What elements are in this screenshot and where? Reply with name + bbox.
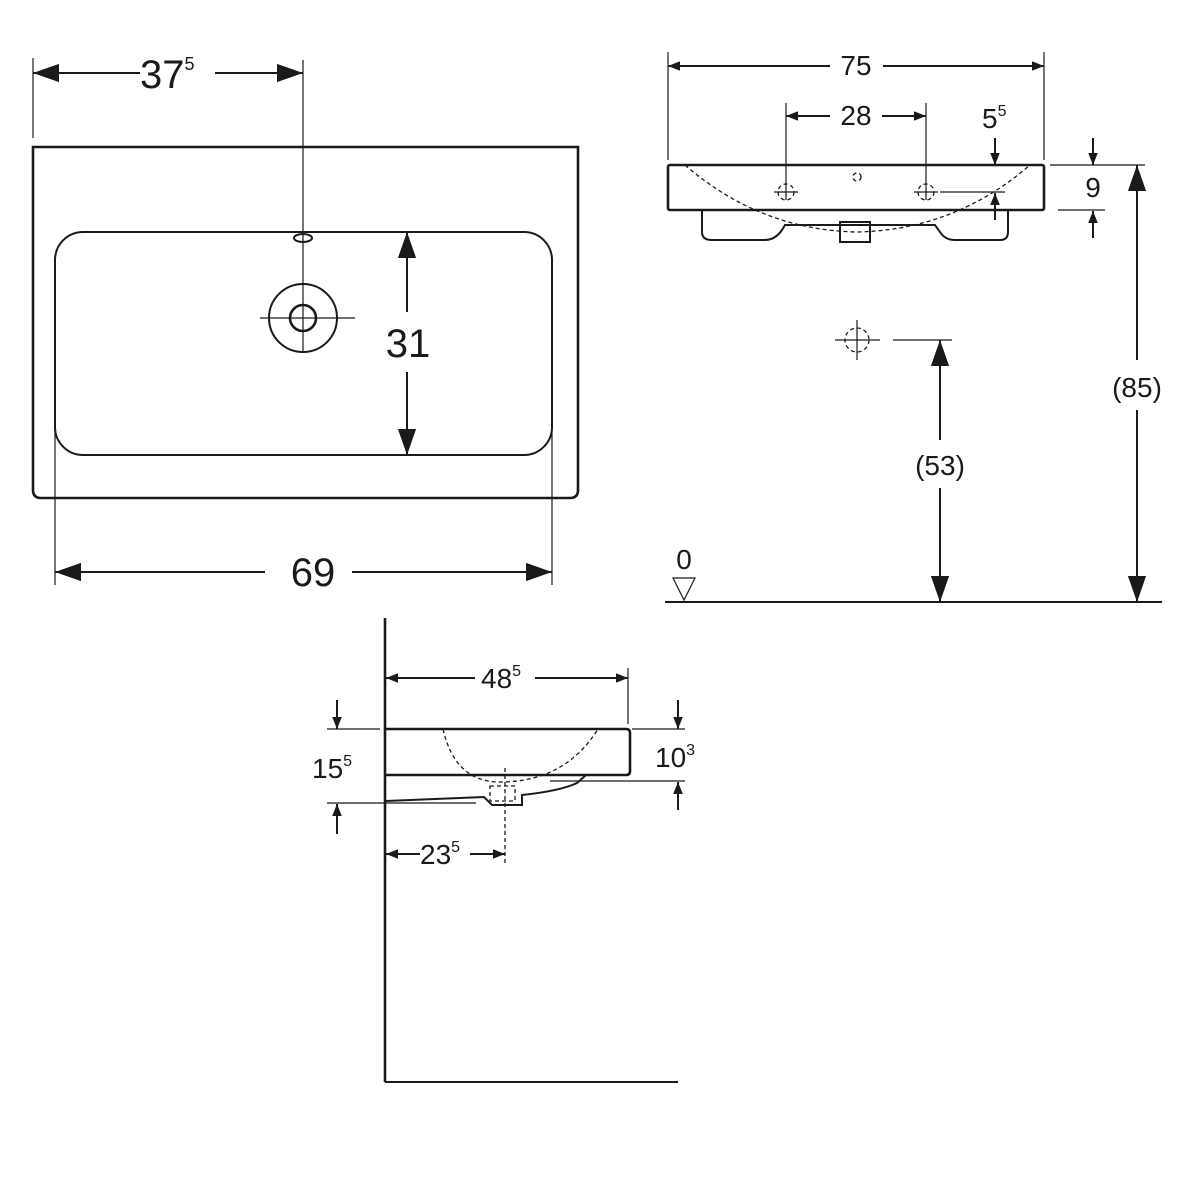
- basin-side: [386, 727, 632, 777]
- dim-15-5: 155: [312, 753, 352, 784]
- dim-53: (53): [915, 450, 965, 481]
- top-view: 375 31 69: [31, 53, 580, 595]
- dim-5-5: 55: [982, 103, 1007, 134]
- floor-level-icon: [672, 577, 696, 602]
- floor-level-label: 0: [676, 544, 692, 575]
- front-view: 75 28 55 9 (85) (53) 0: [665, 50, 1162, 603]
- dim-23-5: 235: [420, 839, 460, 870]
- waste-outlet-icon: [835, 320, 880, 360]
- dim-75: 75: [840, 50, 871, 81]
- dim-28: 28: [840, 100, 871, 131]
- dim-10-3: 103: [655, 742, 695, 773]
- dim-48-5: 485: [481, 663, 521, 694]
- side-view: 485 155 103 235: [312, 618, 695, 1083]
- drain-front: [839, 221, 871, 243]
- dim-69: 69: [291, 551, 336, 595]
- dim-31: 31: [386, 322, 431, 366]
- basin-outline: [31, 145, 580, 500]
- dim-85: (85): [1112, 372, 1162, 403]
- dim-37-5: 375: [140, 53, 195, 97]
- basin-front: [666, 163, 1046, 212]
- dim-9: 9: [1085, 172, 1101, 203]
